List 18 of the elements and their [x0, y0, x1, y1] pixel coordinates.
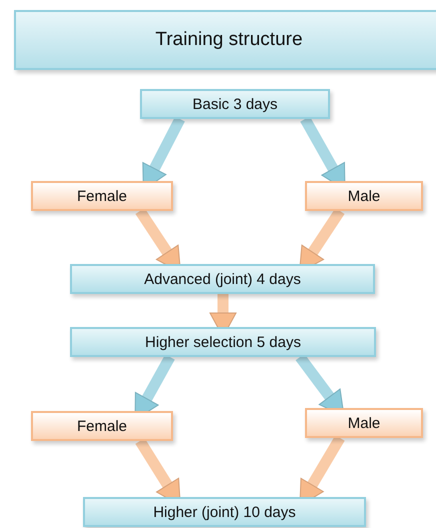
- stage-box: [70, 327, 376, 357]
- branch-box: [31, 181, 173, 211]
- stage-box: [14, 10, 436, 70]
- node-text: Male: [348, 414, 380, 432]
- branch-box: [305, 408, 423, 438]
- node-text: Male: [348, 188, 380, 204]
- node-text: Higher (joint) 10 days: [153, 504, 296, 520]
- node-text: Advanced (joint) 4 days: [144, 270, 301, 288]
- node-text: Female: [76, 188, 128, 204]
- node-text: Basic 3 days: [192, 96, 278, 112]
- stage-box: [83, 497, 366, 527]
- branch-box: [31, 411, 173, 441]
- node-text: Higher selection 5 days: [145, 334, 301, 350]
- stage-box: [140, 89, 330, 119]
- branch-box: [305, 181, 423, 211]
- stage-box: [70, 264, 375, 294]
- heading-text: Training structure: [155, 29, 303, 51]
- node-text: Female: [76, 418, 128, 434]
